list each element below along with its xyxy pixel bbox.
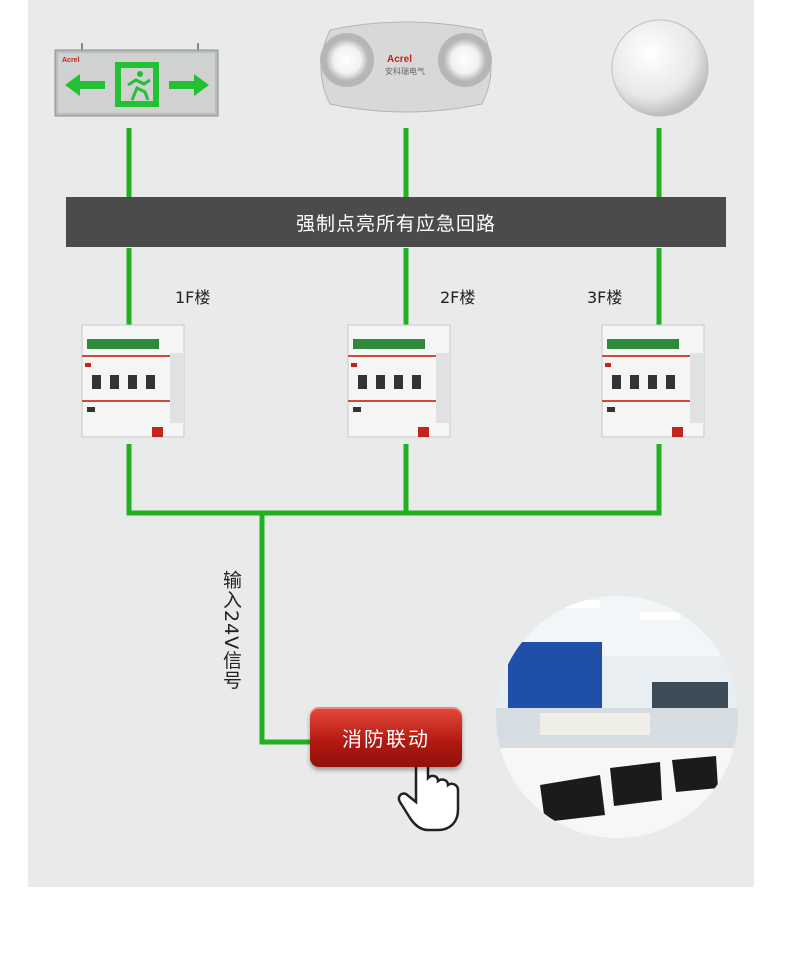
floor-label-2f: 2F楼 <box>440 288 476 307</box>
fire-linkage-label: 消防联动 <box>342 726 430 751</box>
twin-lamp-brand-cn: 安科瑞电气 <box>385 66 425 76</box>
exit-sign-brand: Acrel <box>62 57 80 64</box>
floor-label-1f: 1F楼 <box>175 288 211 307</box>
dome-light-icon <box>611 19 709 117</box>
lighting-module-3f-icon <box>601 324 705 438</box>
emergency-bus-bar: 强制点亮所有应急回路 <box>66 197 726 247</box>
lighting-module-2f-icon <box>347 324 451 438</box>
wire-to-fire-linkage <box>259 513 310 745</box>
twin-lamp-brand: Acrel <box>387 54 412 65</box>
bus-label: 强制点亮所有应急回路 <box>295 212 496 235</box>
input-signal-label: 输入24V信号 <box>220 570 242 691</box>
twin-emergency-lamp-icon: Acrel 安科瑞电气 <box>320 21 492 113</box>
floor-label-3f: 3F楼 <box>587 288 623 307</box>
control-room-photo <box>496 596 738 838</box>
lighting-module-1f-icon <box>81 324 185 438</box>
exit-sign-icon: Acrel <box>54 43 219 117</box>
fire-linkage-button[interactable]: 消防联动 <box>310 707 462 767</box>
wiring-lines <box>126 128 662 745</box>
